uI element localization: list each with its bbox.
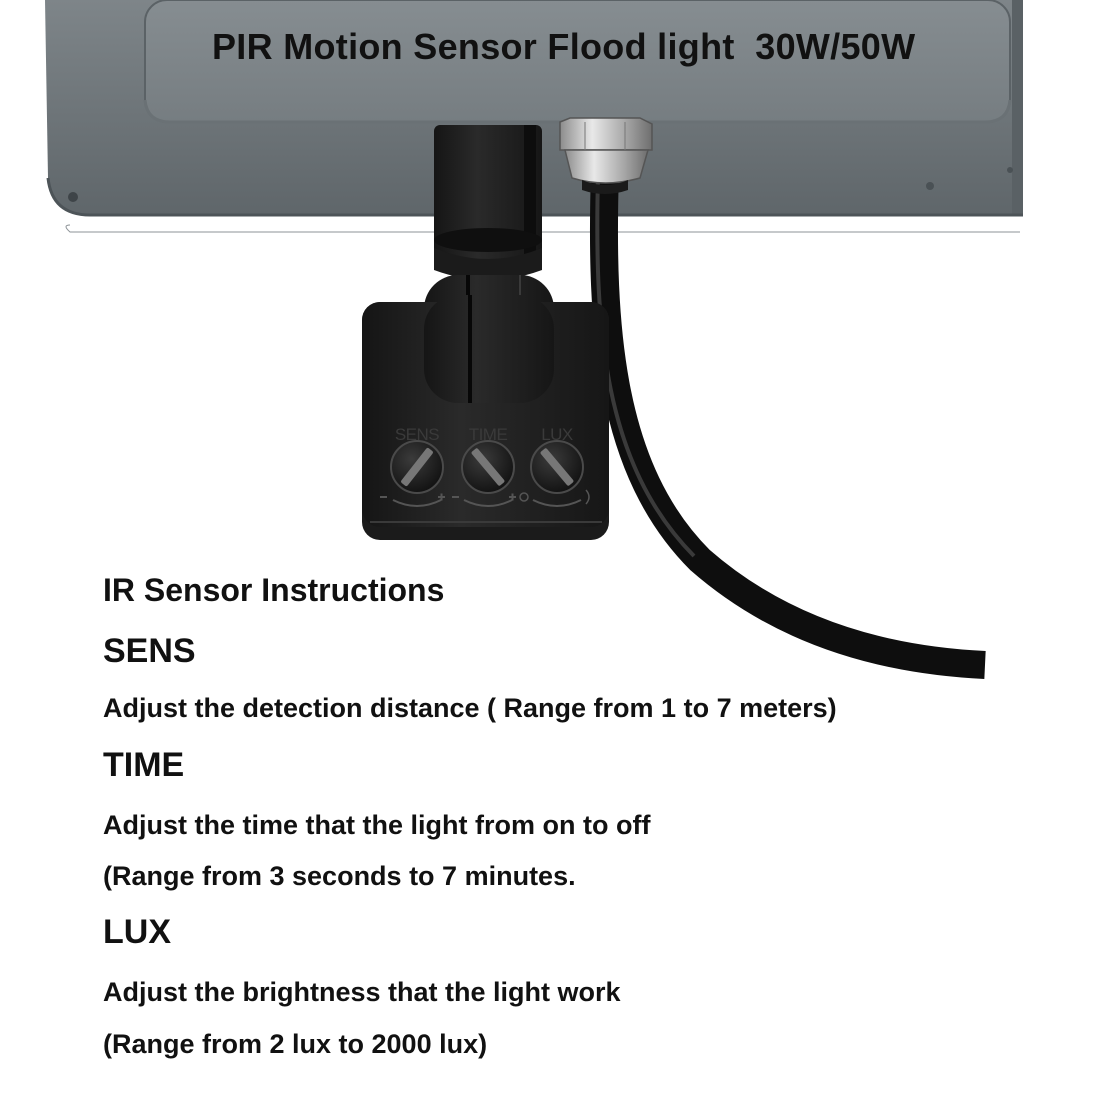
knob-label-lux: LUX [541,425,573,444]
instructions-heading: IR Sensor Instructions [103,572,445,608]
power-cable [589,169,986,679]
sun-icon [519,492,529,502]
time-knob[interactable] [461,440,515,507]
time-title: TIME [103,746,185,784]
knob-label-time: TIME [469,425,508,444]
lux-description: Adjust the brightness that the light wor… [103,977,621,1007]
time-description: Adjust the time that the light from on t… [103,810,651,840]
lux-knob[interactable] [530,440,584,507]
sens-description: Adjust the detection distance ( Range fr… [103,693,837,723]
page-title: PIR Motion Sensor Flood light 30W/50W [212,26,916,67]
knob-label-sens: SENS [395,425,439,444]
sens-knob[interactable] [390,440,444,507]
lux-range: (Range from 2 lux to 2000 lux) [103,1029,488,1059]
lux-title: LUX [103,913,171,951]
time-range: (Range from 3 seconds to 7 minutes. [103,861,576,891]
knob-scale-marks [380,489,590,505]
sens-title: SENS [103,632,196,670]
moon-icon [585,489,590,505]
flood-light-photo: SENS TIME LUX [45,0,1023,679]
cable-gland [559,117,653,194]
